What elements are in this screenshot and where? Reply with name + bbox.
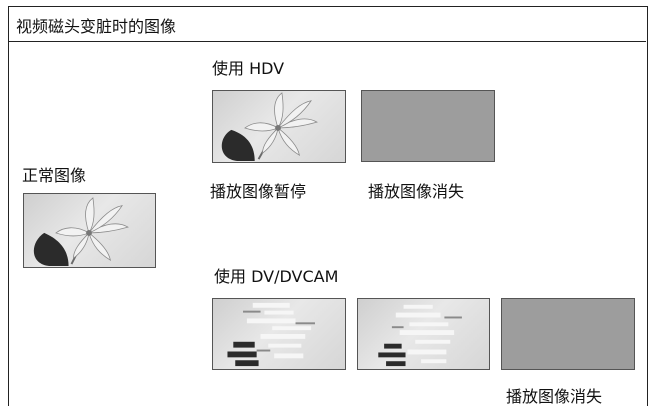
lily-flower-icon xyxy=(221,92,318,162)
noise-distorted-icon xyxy=(378,304,462,367)
dv-lost-caption: 播放图像消失 xyxy=(506,387,603,406)
hdv-label: 使用 HDV xyxy=(212,59,285,78)
figure-frame xyxy=(8,6,648,406)
dv-noise-image-1 xyxy=(212,298,346,370)
dv-label: 使用 DV/DVCAM xyxy=(214,267,339,286)
normal-image xyxy=(23,193,156,268)
noise-distorted-icon xyxy=(227,302,315,367)
lily-flower-icon xyxy=(33,197,129,267)
hdv-lost-caption: 播放图像消失 xyxy=(368,182,465,201)
dv-lost-image xyxy=(501,298,635,370)
hdv-paused-image xyxy=(212,90,346,163)
figure-header xyxy=(9,7,646,42)
hdv-lost-image xyxy=(361,90,495,162)
hdv-paused-caption: 播放图像暂停 xyxy=(210,182,307,201)
figure-title: 视频磁头变脏时的图像 xyxy=(16,17,177,36)
dv-noise-image-2 xyxy=(357,298,490,370)
normal-image-label: 正常图像 xyxy=(22,166,87,185)
